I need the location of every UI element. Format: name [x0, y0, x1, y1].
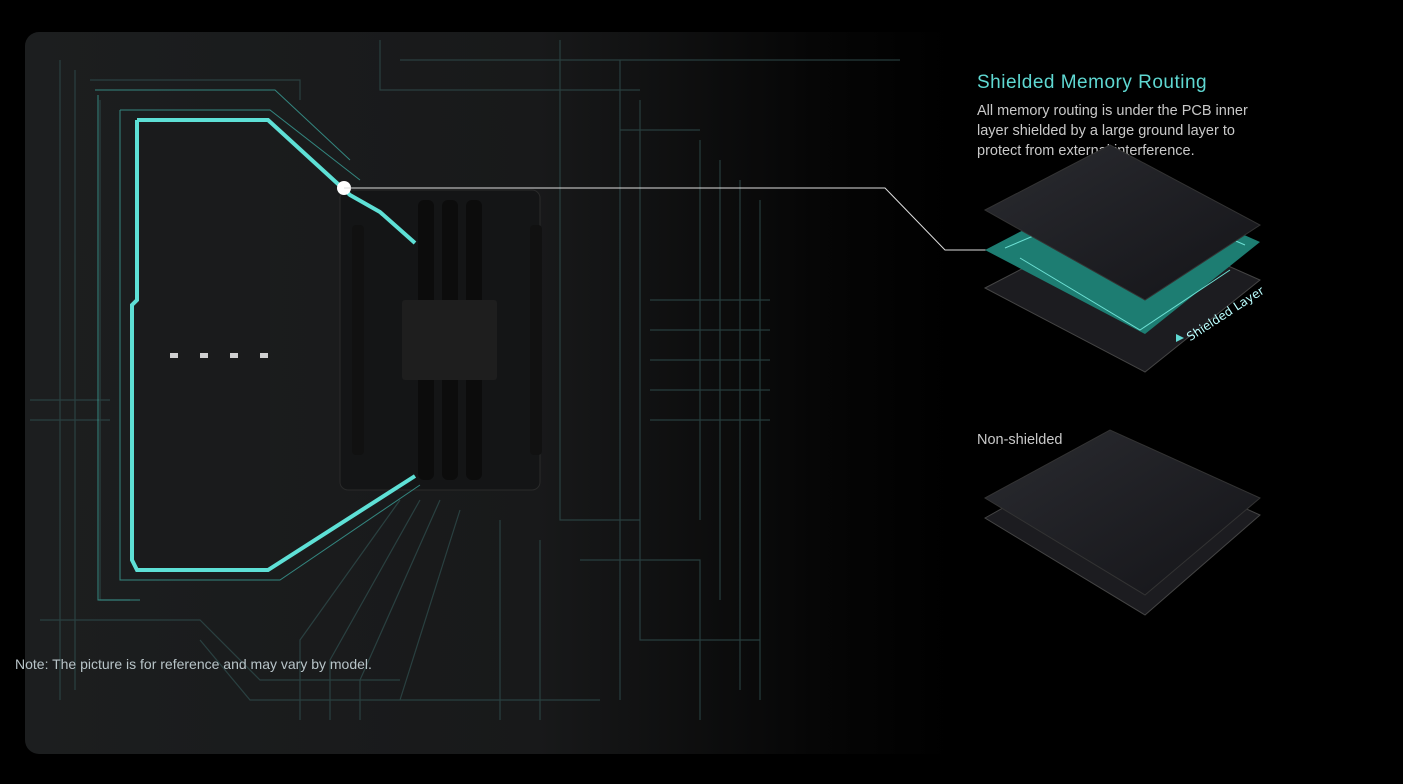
- non-shielded-stack: [983, 429, 1261, 616]
- memory-routing-outline: [130, 118, 417, 572]
- motherboard-image: [25, 32, 955, 754]
- disclaimer-note: Note: The picture is for reference and m…: [15, 656, 372, 672]
- non-shielded-label: Non-shielded: [977, 432, 1063, 448]
- shielded-stack: Shielded Layer: [983, 144, 1267, 373]
- feature-description: All memory routing is under the PCB inne…: [977, 103, 1248, 159]
- feature-title: Shielded Memory Routing: [977, 72, 1208, 93]
- layer-diagram: Shielded Layer: [983, 144, 1267, 616]
- motherboard-traces: [30, 40, 900, 720]
